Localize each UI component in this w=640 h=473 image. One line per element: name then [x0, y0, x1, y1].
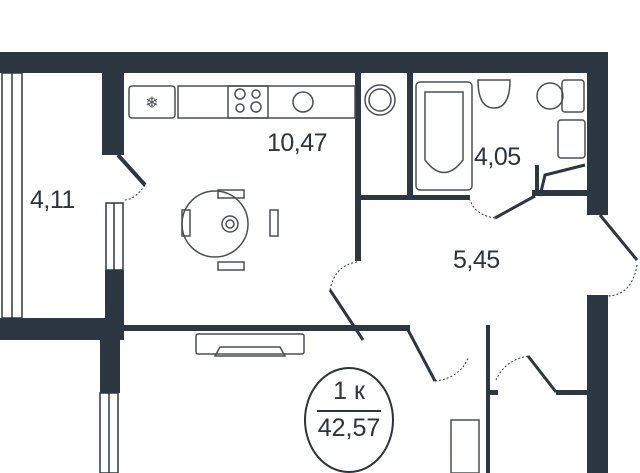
furniture: ❄	[128, 79, 586, 473]
balcony-area-label: 4,11	[30, 186, 75, 214]
bathtub-icon	[415, 81, 473, 191]
stove-icon	[227, 85, 269, 119]
apartment-badge: 1 к 42,57	[304, 367, 394, 473]
fridge-icon	[128, 85, 176, 119]
total-area-label: 42,57	[317, 414, 381, 442]
washing-machine-icon	[557, 119, 586, 159]
kitchen-area-label: 10,47	[267, 129, 328, 157]
walls	[0, 52, 608, 473]
windows	[1, 72, 124, 473]
rooms-count-label: 1 к	[333, 377, 365, 405]
toilet-icon	[561, 79, 585, 113]
washbasin-icon	[477, 79, 511, 109]
tv-stand-icon	[195, 333, 305, 355]
svg-text:❄: ❄	[145, 95, 158, 112]
bathroom-area-label: 4,05	[474, 143, 521, 171]
hall-area-label: 5,45	[453, 246, 500, 274]
doors	[116, 153, 639, 393]
sink-icon	[292, 91, 314, 113]
badge-divider	[317, 410, 381, 412]
wardrobe-icon	[450, 419, 480, 473]
boiler-icon	[364, 84, 396, 116]
kitchen-counter	[177, 85, 356, 119]
